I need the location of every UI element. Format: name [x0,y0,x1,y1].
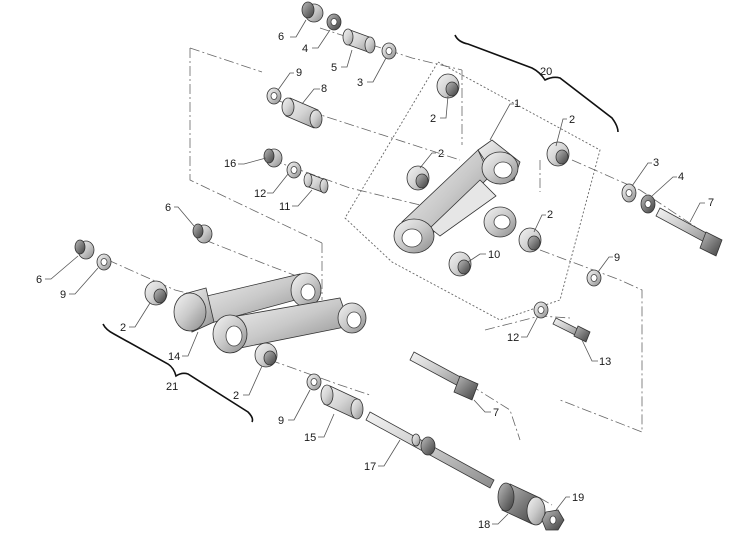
bracket-21 [102,323,254,423]
washer-9-right[interactable] [586,269,602,287]
bearing-2-d[interactable] [518,227,542,253]
callout-5: 5 [331,62,337,74]
callout-2: 2 [120,322,126,334]
bearing-2-a[interactable] [436,73,460,99]
washer-9-far-left[interactable] [96,253,112,271]
cap-6-left[interactable] [192,223,213,244]
bolt-7-right[interactable] [655,207,723,257]
bearing-2-e[interactable] [144,280,168,306]
cap-6-far-left[interactable] [74,239,95,260]
callout-18: 18 [478,519,490,531]
callout-19: 19 [572,492,584,504]
washer-12-mid[interactable] [286,161,302,179]
cap-6-top[interactable] [301,1,324,23]
shaft-17[interactable] [365,411,495,489]
bolt-7-lower[interactable] [409,351,479,401]
bearing-10[interactable] [448,251,472,277]
callout-14: 14 [168,351,180,363]
cap-16[interactable] [263,148,283,168]
callout-16: 16 [224,158,236,170]
callout-9: 9 [296,67,302,79]
callout-9: 9 [60,289,66,301]
callout-17: 17 [364,461,376,473]
callout-3: 3 [357,77,363,89]
link-14[interactable] [173,272,367,354]
callout-11: 11 [279,201,290,213]
callout-labels: 6 4 5 3 9 8 2 1 2 20 16 2 12 11 3 4 7 2 … [36,31,714,531]
screw-13[interactable] [552,317,591,343]
callout-7: 7 [708,197,714,209]
upper-assembly-outline [344,61,601,321]
bearing-2-f[interactable] [254,342,278,368]
callout-4: 4 [302,43,308,55]
callout-6: 6 [36,274,42,286]
group-label-21: 21 [166,381,178,393]
bearing-2-b[interactable] [546,141,570,167]
bracket-20 [454,34,619,133]
callout-2: 2 [569,114,575,126]
callout-2: 2 [438,148,444,160]
rocker-link-1[interactable] [393,139,521,254]
washer-9-lower[interactable] [306,373,322,391]
nut-19[interactable] [541,509,565,531]
sleeve-8[interactable] [281,97,323,129]
washer-4-right[interactable] [640,194,656,214]
callout-7: 7 [493,407,499,419]
leader-lines [45,19,705,525]
bearing-2-c[interactable] [406,165,430,191]
sleeve-5[interactable] [342,28,376,54]
callout-2: 2 [233,390,239,402]
washer-4-top[interactable] [326,13,342,31]
callout-12: 12 [507,332,519,344]
washer-3-top[interactable] [381,42,397,60]
callout-10: 10 [488,249,500,261]
washer-12-low[interactable] [533,301,549,319]
callout-2: 2 [547,209,553,221]
sleeve-11[interactable] [303,172,329,194]
callout-6: 6 [165,202,171,214]
callout-8: 8 [321,83,327,95]
callout-6: 6 [278,31,284,43]
callout-1: 1 [514,98,520,110]
washer-9-top[interactable] [266,87,282,105]
callout-15: 15 [304,432,316,444]
bush-18[interactable] [497,482,546,526]
callout-4: 4 [678,171,684,183]
callout-9: 9 [278,415,284,427]
washer-3-right[interactable] [621,183,637,203]
callout-12: 12 [254,188,266,200]
callout-13: 13 [599,356,611,368]
sleeve-15[interactable] [320,384,364,420]
callout-3: 3 [653,157,659,169]
callout-9: 9 [614,252,620,264]
callout-2: 2 [430,113,436,125]
group-label-20: 20 [540,66,552,78]
